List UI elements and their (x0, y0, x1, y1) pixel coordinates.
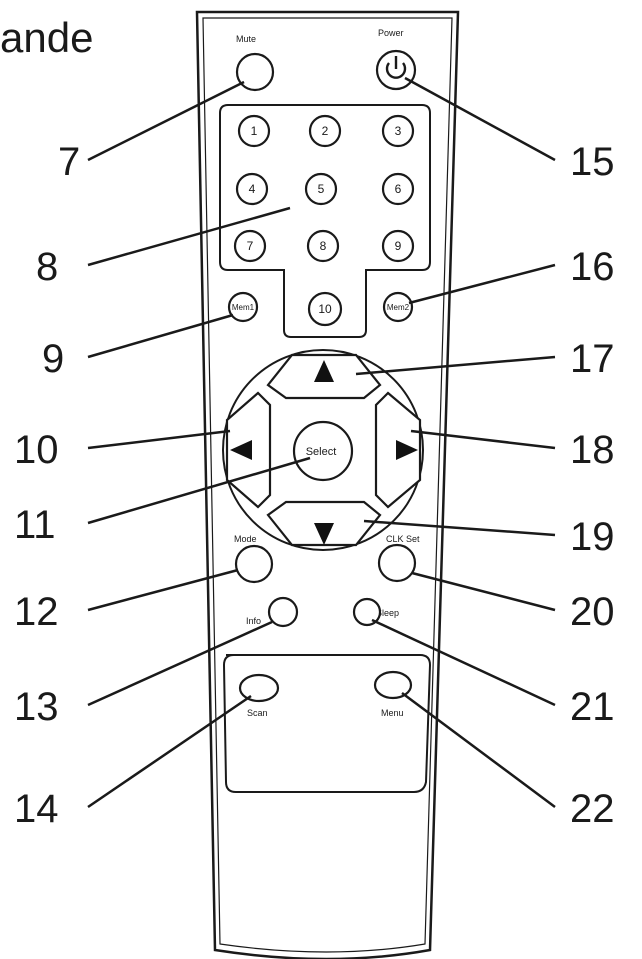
mem1-button[interactable]: Mem1 (227, 291, 259, 323)
mem2-button[interactable]: Mem2 (382, 291, 414, 323)
dpad: Select (222, 349, 424, 551)
key-7[interactable]: 7 (233, 229, 267, 263)
callout-9: 9 (42, 337, 64, 381)
key-4[interactable]: 4 (235, 172, 269, 206)
callout-12: 12 (14, 590, 59, 634)
mode-label: Mode (234, 534, 257, 544)
down-arrow-icon (314, 523, 334, 545)
key-5-label: 5 (318, 182, 325, 196)
key-1-label: 1 (251, 124, 258, 138)
callout-11: 11 (14, 503, 56, 547)
callout-7: 7 (58, 140, 80, 184)
key-1[interactable]: 1 (237, 114, 271, 148)
key-6[interactable]: 6 (381, 172, 415, 206)
sleep-label: Sleep (376, 608, 399, 618)
scan-button[interactable] (238, 673, 280, 703)
menu-label: Menu (381, 708, 404, 718)
partial-caption: ande (0, 14, 93, 61)
menu-button[interactable] (373, 670, 413, 700)
select-label: Select (306, 446, 337, 458)
leader-lines (87, 76, 556, 809)
key-4-label: 4 (249, 182, 256, 196)
key-6-label: 6 (395, 182, 402, 196)
callout-10: 10 (14, 428, 59, 472)
dpad-up-button[interactable] (266, 353, 382, 400)
callout-21: 21 (570, 685, 615, 729)
key-2[interactable]: 2 (308, 114, 342, 148)
up-arrow-icon (314, 360, 334, 382)
key-7-label: 7 (247, 239, 254, 253)
info-label: Info (246, 616, 261, 626)
lower-panel-outline (222, 654, 432, 793)
callout-13: 13 (14, 685, 59, 729)
callout-20: 20 (570, 590, 615, 634)
number-pad-outline (219, 104, 431, 338)
key-9-label: 9 (395, 239, 402, 253)
clk-set-label: CLK Set (386, 534, 420, 544)
key-10[interactable]: 10 (307, 291, 343, 327)
mute-label: Mute (236, 34, 256, 44)
callout-17: 17 (570, 337, 615, 381)
info-button[interactable] (267, 596, 299, 628)
mute-button[interactable] (235, 52, 275, 92)
right-arrow-icon (396, 440, 418, 460)
key-3-label: 3 (395, 124, 402, 138)
mem2-label: Mem2 (387, 303, 410, 312)
power-button[interactable] (375, 49, 417, 91)
sleep-button[interactable] (352, 597, 382, 627)
mem1-label: Mem1 (232, 303, 255, 312)
callout-22: 22 (570, 787, 615, 831)
callout-19: 19 (570, 515, 615, 559)
key-8-label: 8 (320, 239, 327, 253)
select-button[interactable]: Select (292, 420, 354, 482)
dpad-left-button[interactable] (225, 391, 272, 509)
mode-button[interactable] (234, 544, 274, 584)
clk-set-button[interactable] (377, 543, 417, 583)
remote-body-inner-edge (202, 17, 453, 953)
key-9[interactable]: 9 (381, 229, 415, 263)
callout-15: 15 (570, 140, 615, 184)
dpad-down-button[interactable] (266, 500, 382, 547)
scan-label: Scan (247, 708, 268, 718)
callout-18: 18 (570, 428, 615, 472)
left-arrow-icon (230, 440, 252, 460)
key-5[interactable]: 5 (304, 172, 338, 206)
callout-16: 16 (570, 245, 615, 289)
key-2-label: 2 (322, 124, 329, 138)
callout-8: 8 (36, 245, 58, 289)
dpad-right-button[interactable] (374, 391, 422, 509)
power-label: Power (378, 28, 404, 38)
power-icon (385, 62, 407, 79)
key-3[interactable]: 3 (381, 114, 415, 148)
key-10-label: 10 (318, 302, 332, 316)
key-8[interactable]: 8 (306, 229, 340, 263)
callout-14: 14 (14, 787, 59, 831)
